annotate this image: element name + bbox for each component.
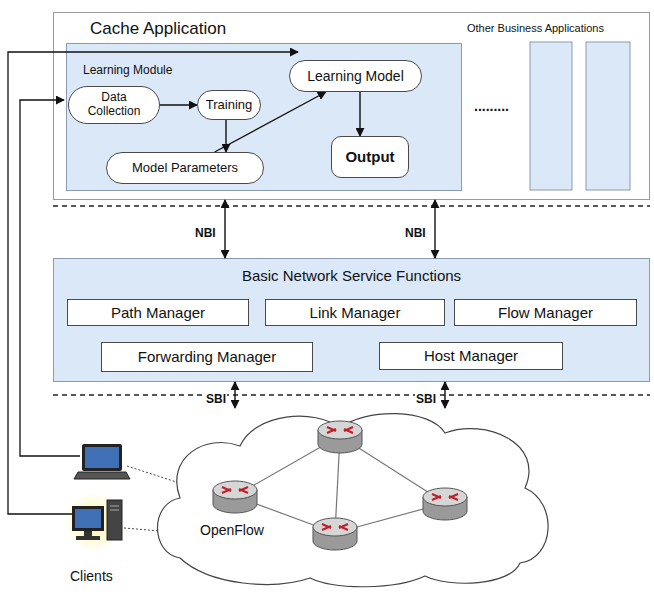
application-panel: Cache ApplicationLearning ModuleData Col…	[53, 12, 650, 200]
network-cloud: OpenFlow	[150, 408, 560, 588]
interface-label: NBI	[404, 226, 427, 240]
panel-heading: Basic Network Service Functions	[54, 267, 649, 284]
router-symbol	[213, 481, 257, 513]
box-text: Forwarding Manager	[138, 348, 276, 365]
interface-label: SBI	[205, 392, 227, 406]
dashed-divider	[53, 394, 650, 396]
router-symbol	[313, 518, 357, 550]
connector-arrow	[434, 200, 435, 258]
client-wire	[8, 52, 298, 514]
connector-arrow	[234, 382, 235, 408]
application-bar	[530, 42, 572, 190]
box-text: Output	[345, 148, 394, 165]
connector-arrow	[215, 92, 326, 152]
interface-label: SBI	[415, 392, 437, 406]
connector-arrow	[225, 120, 226, 152]
manager-box: Link Manager	[265, 299, 445, 326]
connector-arrow	[224, 200, 225, 258]
client-wire	[20, 100, 80, 456]
interface-label: NBI	[194, 226, 217, 240]
network-label: OpenFlow	[200, 522, 264, 538]
box-text: Training	[206, 98, 252, 113]
manager-box: Host Manager	[379, 342, 563, 370]
panel-heading: Learning Module	[83, 63, 172, 77]
group-label: Other Business Applications	[467, 22, 604, 34]
desktop-icon	[64, 492, 124, 552]
connector-arrow	[359, 92, 360, 136]
process-pill: Data Collection	[68, 86, 160, 124]
ellipsis: .........	[474, 98, 509, 114]
module-panel: Learning ModuleData Collection TrainingMo…	[66, 43, 462, 191]
manager-box: Path Manager	[67, 299, 249, 326]
box-text: Path Manager	[111, 304, 205, 321]
router-symbol	[423, 488, 467, 520]
manager-box: Forwarding Manager	[101, 342, 313, 372]
box-text: Link Manager	[310, 304, 401, 321]
router-symbol	[318, 421, 362, 453]
process-pill: Model Parameters	[106, 152, 264, 184]
application-bar	[586, 42, 630, 190]
process-pill: Learning Model	[289, 60, 422, 92]
box-text: Model Parameters	[132, 161, 238, 176]
laptop-icon	[74, 444, 130, 479]
dashed-divider	[53, 205, 650, 207]
box-text: Data Collection	[83, 91, 145, 119]
connector-arrow	[160, 104, 197, 105]
box-text: Learning Model	[307, 68, 404, 84]
cloud-outline	[150, 408, 560, 588]
output-box: Output	[331, 136, 409, 178]
box-text: Host Manager	[424, 347, 518, 364]
panel-heading: Cache Application	[90, 19, 226, 39]
box-text: Flow Manager	[498, 304, 593, 321]
caption-label: Clients	[70, 568, 113, 584]
connector-arrow	[444, 382, 445, 408]
service-band: Basic Network Service FunctionsPath Mana…	[53, 258, 650, 382]
process-pill: Training	[197, 90, 261, 120]
manager-box: Flow Manager	[454, 299, 637, 326]
